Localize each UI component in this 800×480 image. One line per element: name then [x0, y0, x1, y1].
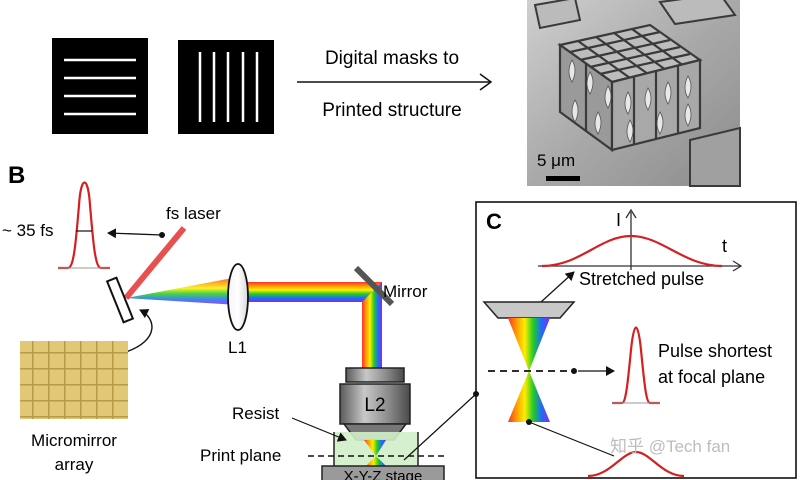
stretched-pulse-curve	[541, 234, 723, 268]
mask-arrow-label-bottom: Printed structure	[322, 100, 461, 121]
converging-cone	[508, 318, 550, 371]
panel-c-label: C	[486, 209, 502, 234]
micromirror-label-top: Micromirror	[31, 431, 117, 450]
zoom-connector	[403, 393, 477, 461]
xyz-stage	[321, 465, 445, 480]
mirror-label: Mirror	[383, 282, 428, 301]
lower-stretched-pulse	[587, 450, 685, 478]
time-axis-label: t	[722, 236, 727, 256]
focus-cone-bottom	[364, 456, 388, 468]
objective-top-ring	[345, 367, 405, 383]
mask-arrow-label-top: Digital masks to	[325, 48, 459, 69]
mask-horizontal	[52, 38, 148, 134]
dispersed-beam-fan	[126, 277, 238, 305]
collimated-beam	[240, 282, 362, 302]
shortest-label-top: Pulse shortest	[658, 341, 772, 361]
micromirror-label-bottom: array	[55, 455, 94, 474]
stretched-pulse-label: Stretched pulse	[579, 269, 704, 289]
laser-beam	[123, 226, 187, 300]
short-pulse-curve	[612, 326, 660, 405]
lens-l1-label: L1	[228, 338, 247, 357]
focus-cone-top	[364, 440, 386, 456]
mirror	[353, 265, 395, 307]
objective-l2	[339, 383, 411, 425]
laser-label: fs laser	[166, 204, 221, 223]
resist-pointer	[291, 417, 347, 442]
laser-pointer-arrow	[107, 228, 163, 239]
lower-pointer	[528, 421, 615, 457]
lens-l1	[227, 263, 249, 331]
watermark: 知乎 @Tech fan	[610, 437, 730, 456]
focusing-optic	[482, 301, 576, 319]
input-pulse-curve	[58, 181, 110, 270]
sem-image: 5 μm	[527, 0, 741, 187]
xyz-stage-label: X-Y-Z stage	[344, 468, 423, 480]
pulse-width-label: ~ 35 fs	[2, 221, 54, 240]
scale-bar-label: 5 μm	[537, 151, 575, 170]
dmd-callout-arrow	[125, 309, 153, 353]
scale-bar	[546, 176, 580, 181]
descending-beam	[362, 282, 382, 372]
panel-c-frame	[475, 201, 797, 479]
micromirror-device	[105, 276, 135, 324]
resist-label: Resist	[232, 404, 280, 423]
mask-vertical	[178, 40, 274, 134]
printed-lattice	[557, 23, 703, 153]
intensity-axis-label: I	[616, 210, 621, 230]
mask-arrow-head	[479, 73, 493, 91]
micromirror-photo	[20, 341, 128, 419]
laser-pointer-dot	[159, 232, 165, 238]
objective-l2-label: L2	[364, 395, 385, 416]
print-plane-label: Print plane	[200, 446, 281, 465]
panel-b-label: B	[8, 162, 25, 189]
diverging-cone	[508, 371, 550, 422]
shortest-label-bottom: at focal plane	[658, 367, 765, 387]
